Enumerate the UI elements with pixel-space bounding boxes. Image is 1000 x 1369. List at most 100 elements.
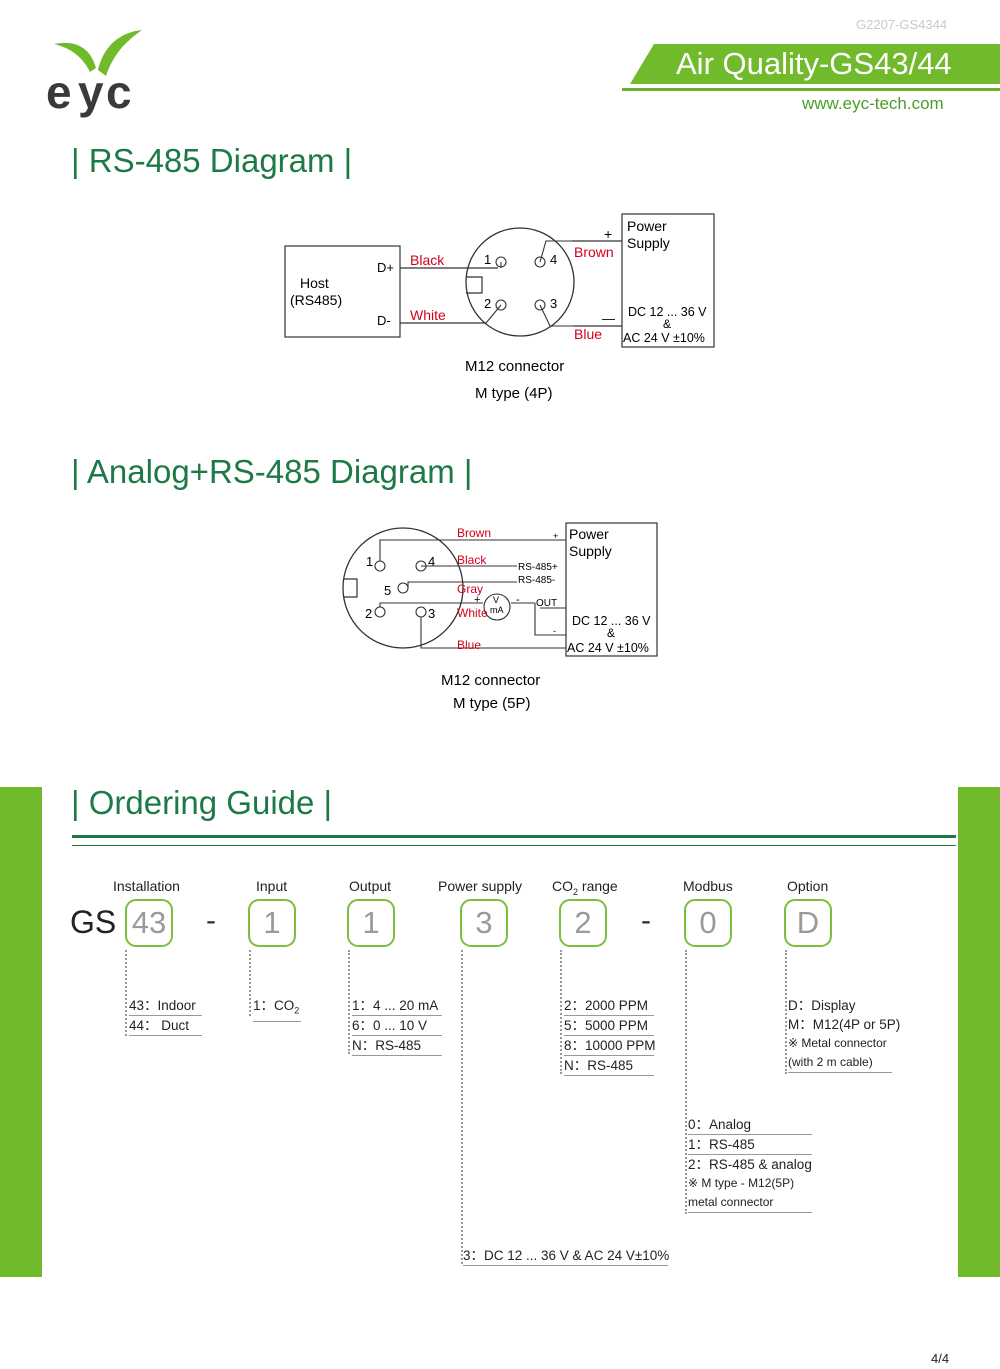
option-item: 6：0 ... 10 V — [352, 1016, 442, 1036]
left-green-bar — [0, 787, 42, 1277]
connector-caption: M12 connector — [441, 672, 540, 689]
option-item: ※ M type - M12(5P) — [688, 1176, 795, 1190]
power-supply-box — [565, 522, 658, 657]
code-power-supply: 3 — [460, 899, 508, 947]
power-supply-line1: Power — [627, 218, 667, 234]
supply-plus-label: + — [553, 531, 558, 541]
power-supply-dc: DC 12 ... 36 V — [628, 305, 707, 319]
power-supply-dc: DC 12 ... 36 V — [572, 614, 651, 628]
connector-key — [343, 578, 358, 598]
col-power-supply: Power supply — [438, 878, 523, 894]
host-sub-label: (RS485) — [290, 292, 342, 308]
option-item: 8：10000 PPM — [564, 1036, 656, 1056]
power-supply-line2: Supply — [627, 235, 670, 251]
out-label: OUT — [536, 598, 557, 609]
plus-sign: + — [604, 226, 612, 242]
connector-type-caption: M type (4P) — [475, 385, 553, 402]
power-supply-ac: AC 24 V ±10% — [623, 331, 705, 345]
power-supply-box — [621, 213, 715, 348]
eyc-logo: e y c — [44, 26, 144, 118]
separator-1: - — [206, 904, 216, 937]
leader-input — [249, 950, 251, 1016]
code-installation: 43 — [125, 899, 173, 947]
connector-caption: M12 connector — [465, 358, 564, 375]
website-url[interactable]: www.eyc-tech.com — [802, 94, 944, 113]
analog-wiring-diagram: 1 4 5 2 3 V mA + - Brown Black Gray Whit… — [342, 522, 658, 712]
pin-3: 3 — [428, 606, 435, 621]
pin-4: 4 — [550, 252, 557, 267]
wire-gray-label: Gray — [457, 582, 483, 596]
svg-text:y: y — [78, 66, 104, 118]
power-supply-ac: AC 24 V ±10% — [567, 641, 649, 655]
title-banner — [630, 44, 1000, 84]
pin-2: 2 — [484, 296, 491, 311]
connector-type-caption: M type (5P) — [453, 695, 531, 712]
wire-white-label: White — [410, 307, 446, 323]
minus-sign: — — [602, 311, 615, 326]
pin-4: 4 — [428, 554, 435, 569]
installation-options: 43：Indoor 44： Duct — [129, 996, 202, 1036]
option-item: ※ Metal connector — [788, 1036, 887, 1050]
col-output: Output — [349, 878, 392, 894]
connector-key — [466, 276, 483, 294]
m12-connector-4p — [465, 227, 575, 337]
right-green-bar — [958, 787, 1000, 1277]
option-item: 43：Indoor — [129, 996, 202, 1016]
pin-1: 1 — [484, 252, 491, 267]
wire-black-label: Black — [410, 252, 445, 268]
modbus-options: 0：Analog 1：RS-485 2：RS-485 & analog ※ M … — [688, 1115, 812, 1213]
option-item: (with 2 m cable) — [788, 1053, 892, 1073]
co2-options: 2：2000 PPM 5：5000 PPM 8：10000 PPM N：RS-4… — [564, 996, 656, 1076]
code-option: D — [784, 899, 832, 947]
option-item: 1：RS-485 — [688, 1135, 812, 1155]
option-item: 2：RS-485 & analog — [688, 1157, 812, 1172]
option-item: 44： Duct — [129, 1016, 202, 1036]
power-supply-line1: Power — [569, 526, 609, 542]
col-co2-range: CO2 range — [552, 878, 618, 897]
host-box — [284, 245, 401, 338]
wire-brown-label: Brown — [457, 526, 491, 540]
option-item: 3：DC 12 ... 36 V & AC 24 V±10% — [463, 1246, 669, 1266]
svg-text:e: e — [46, 66, 72, 118]
host-label: Host — [300, 275, 329, 291]
option-item: 5：5000 PPM — [564, 1016, 654, 1036]
wire-black-label: Black — [457, 553, 487, 567]
leader-power-supply — [461, 950, 463, 1264]
pin-5: 5 — [384, 583, 391, 598]
dminus-label: D- — [377, 313, 391, 328]
code-modbus: 0 — [684, 899, 732, 947]
option-item: N：RS-485 — [564, 1056, 654, 1076]
leader-installation — [125, 950, 127, 1036]
banner-underline — [622, 88, 1000, 91]
wire-brown-label: Brown — [574, 244, 614, 260]
dplus-label: D+ — [377, 260, 394, 275]
code-output: 1 — [347, 899, 395, 947]
leader-modbus — [685, 950, 687, 1214]
output-options: 1：4 ... 20 mA 6：0 ... 10 V N：RS-485 — [352, 996, 442, 1056]
option-item: 1：4 ... 20 mA — [352, 996, 442, 1016]
leader-co2-range — [560, 950, 562, 1074]
col-input: Input — [256, 878, 288, 894]
option-item: 2：2000 PPM — [564, 996, 654, 1016]
power-options: 3：DC 12 ... 36 V & AC 24 V±10% — [463, 1246, 669, 1266]
analog-section-title: | Analog+RS-485 Diagram | — [71, 453, 473, 490]
wire-blue-label: Blue — [457, 638, 481, 652]
ordering-rule-thin — [72, 845, 956, 846]
meter-minus: - — [516, 594, 520, 606]
power-supply-amp: & — [607, 626, 615, 640]
rs485-wiring-diagram: Host (RS485) D+ D- Black White Brown Blu… — [284, 213, 715, 402]
power-supply-amp: & — [663, 317, 671, 331]
option-item: 0：Analog — [688, 1115, 812, 1135]
meter-plus: + — [474, 594, 480, 606]
option-item: M：M12(4P or 5P) — [788, 1017, 901, 1032]
ordering-section-title: | Ordering Guide | — [71, 784, 333, 821]
svg-text:c: c — [106, 66, 132, 118]
option-item: metal connector — [688, 1193, 812, 1213]
option-item: N：RS-485 — [352, 1036, 442, 1056]
ordering-rule-thick — [72, 835, 956, 838]
col-modbus: Modbus — [683, 878, 733, 894]
code-co2-range: 2 — [559, 899, 607, 947]
meter-v: V — [493, 595, 499, 605]
wire-white-label: White — [457, 606, 488, 620]
wire-blue-label: Blue — [574, 326, 602, 342]
